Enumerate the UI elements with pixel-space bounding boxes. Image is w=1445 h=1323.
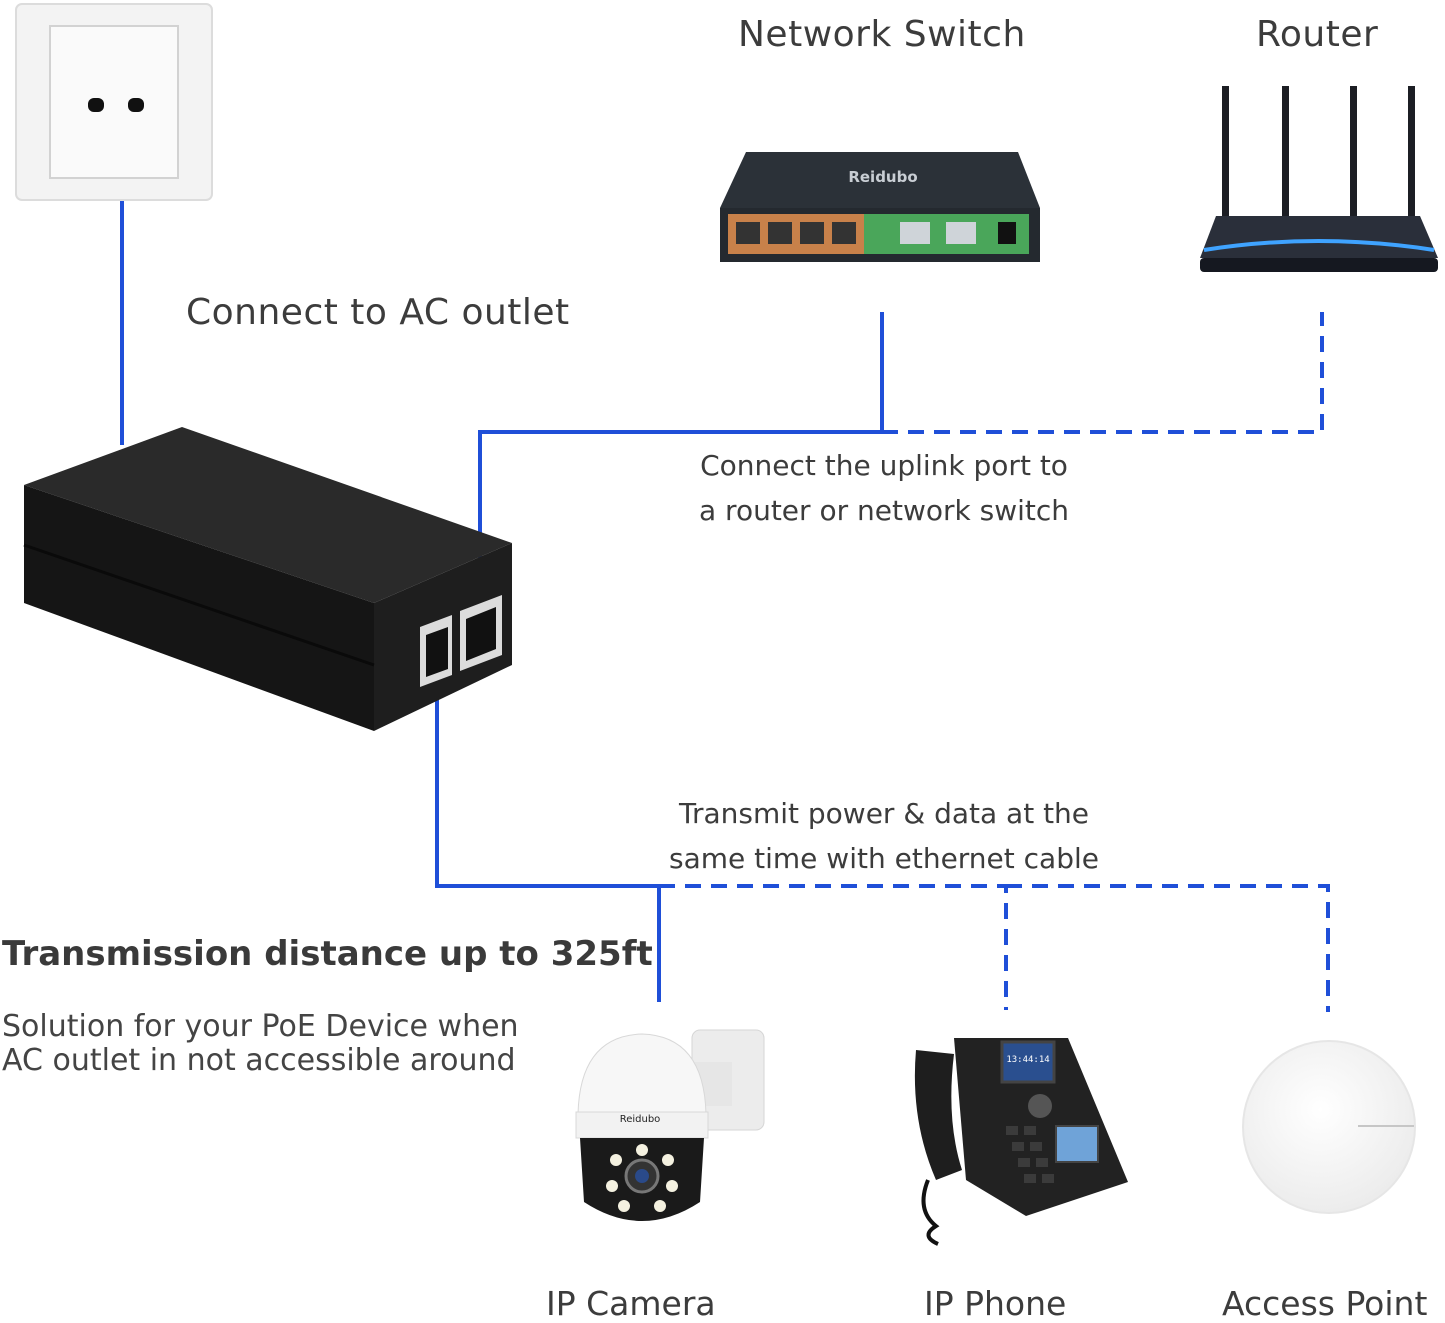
wire-injector-to-router	[882, 312, 1324, 434]
ip-camera-icon: Reidubo	[572, 1026, 768, 1242]
wire-to-phone	[659, 884, 1008, 1010]
ip-phone-label: IP Phone	[924, 1284, 1067, 1323]
access-point-label: Access Point	[1222, 1284, 1428, 1323]
ip-camera-label: IP Camera	[546, 1284, 716, 1323]
solution-line2: AC outlet in not accessible around	[2, 1043, 516, 1078]
router-label: Router	[1256, 14, 1379, 55]
wire-to-access-point	[1006, 884, 1330, 1012]
wire-injector-to-camera	[435, 688, 661, 1002]
network-switch-label: Network Switch	[738, 14, 1026, 55]
switch-brand-text: Reidubo	[848, 168, 917, 186]
transmit-caption-line1: Transmit power & data at the	[678, 797, 1090, 830]
wall-outlet-icon	[14, 2, 214, 206]
distance-headline: Transmission distance up to 325ft	[2, 934, 653, 974]
ac-outlet-label: Connect to AC outlet	[186, 292, 570, 333]
ip-phone-icon: 13:44:14	[906, 1030, 1132, 1256]
solution-line1: Solution for your PoE Device when	[2, 1009, 519, 1044]
uplink-caption-line2: a router or network switch	[699, 494, 1069, 527]
uplink-caption-line1: Connect the uplink port to	[700, 449, 1068, 482]
transmit-caption-line2: same time with ethernet cable	[669, 842, 1099, 875]
solution-text: Solution for your PoE Device when AC out…	[2, 1010, 519, 1078]
uplink-caption: Connect the uplink port to a router or n…	[684, 443, 1084, 533]
phone-screen-time: 13:44:14	[1006, 1055, 1049, 1065]
wire-injector-to-switch	[478, 312, 884, 598]
access-point-icon	[1238, 1036, 1420, 1222]
network-switch-icon: Reidubo	[718, 150, 1043, 269]
poe-injector-icon	[22, 425, 517, 739]
transmit-caption: Transmit power & data at the same time w…	[658, 791, 1110, 881]
camera-brand-text: Reidubo	[620, 1114, 661, 1125]
router-icon	[1198, 82, 1440, 280]
